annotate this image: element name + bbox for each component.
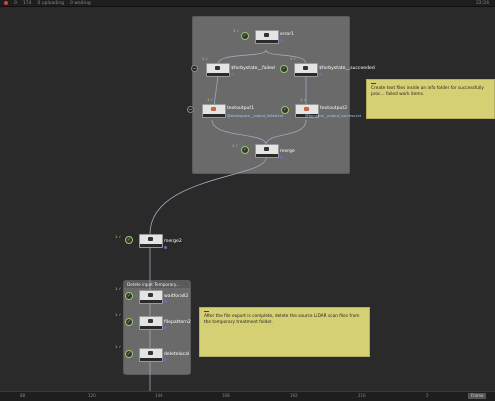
node-type-icon [304, 107, 309, 111]
sticky-text: After the file export is complete, delet… [204, 314, 360, 325]
sticky-note-delete-source[interactable]: After the file export is complete, delet… [199, 307, 370, 357]
work-item-count: 1 ✓ [207, 98, 214, 102]
wire [217, 49, 267, 65]
cook-complete-icon: ✓ [241, 146, 249, 154]
node-tile[interactable] [294, 63, 318, 77]
node-tile[interactable] [255, 144, 279, 158]
node-label: deletelocal [164, 352, 190, 357]
sticky-note-text-files[interactable]: Create text files inside an info folder … [366, 79, 495, 119]
ruler-tick: 192 [290, 393, 298, 398]
node-tile[interactable] [139, 316, 163, 330]
node-type-icon [264, 147, 269, 151]
node-type-icon [148, 351, 153, 355]
node-output-path: @forname__output_success.txt [305, 114, 362, 118]
work-item-count: 1 ✓ [115, 345, 122, 349]
node-tile[interactable] [139, 348, 163, 362]
work-item-count: 1 ✓ [300, 98, 307, 102]
node-tile[interactable] [206, 63, 230, 77]
node-tile[interactable] [202, 104, 226, 118]
node-type-icon [211, 107, 216, 111]
top-status-bar: 0 174 0 uploading 0 waiting 22:24 [0, 0, 495, 7]
status-item: 0 uploading [37, 0, 65, 6]
node-label: $forbystate__failed [231, 66, 275, 71]
ruler-tick: 144 [155, 393, 163, 398]
node-output-path: @workspace__output_failed.txt [227, 114, 284, 118]
node-label: error1 [280, 32, 295, 37]
collapse-icon[interactable]: − [191, 65, 198, 72]
node-label: merge2 [164, 239, 182, 244]
cook-complete-icon: ✓ [125, 236, 133, 244]
wires-layer [149, 49, 307, 391]
node-flag-icon [231, 73, 234, 76]
wire [265, 119, 307, 145]
sticky-text: Create text files inside an info folder … [371, 86, 484, 97]
cook-complete-icon: ✓ [125, 292, 133, 300]
collapse-icon[interactable]: − [187, 106, 194, 113]
node-tile[interactable] [139, 234, 163, 248]
node-network-canvas[interactable]: Delete input Temporary... ✓ 1 ✓ error1 −… [0, 8, 495, 391]
error-indicator-icon [4, 1, 8, 5]
cook-complete-icon: ✓ [281, 106, 289, 114]
cook-complete-icon: ✓ [125, 350, 133, 358]
node-type-icon [148, 319, 153, 323]
work-item-count: 1 ✓ [115, 235, 122, 239]
wire [211, 119, 267, 145]
status-item: 0 [14, 0, 17, 6]
ruler-tick: 216 [358, 393, 366, 398]
node-flag-icon [319, 73, 322, 76]
node-flag-icon [280, 39, 283, 42]
sticky-handle[interactable] [371, 83, 376, 84]
node-flag-icon [164, 246, 167, 249]
work-item-count: 1 ✓ [290, 57, 297, 61]
node-label: $forbystate__succeeded [319, 66, 375, 71]
ruler-mode-button[interactable]: Frame [468, 393, 487, 399]
work-item-count: 1 ✓ [115, 313, 122, 317]
network-box-title[interactable]: Delete input Temporary... [124, 281, 190, 288]
node-flag-icon [280, 156, 283, 159]
wire [213, 75, 219, 107]
ruler-tick: 88 [20, 393, 26, 398]
cook-complete-icon: ✓ [241, 32, 249, 40]
node-type-icon [215, 66, 220, 70]
ruler-tick: 168 [222, 393, 230, 398]
wire [149, 157, 267, 235]
node-flag-icon [164, 358, 167, 361]
work-item-count: 1 ✓ [232, 144, 239, 148]
cook-complete-icon: ✓ [125, 318, 133, 326]
status-item: 0 waiting [70, 0, 91, 6]
work-item-count: 1 ✓ [233, 29, 240, 33]
node-label: textoutput2 [320, 106, 348, 111]
node-type-icon [148, 293, 153, 297]
node-label: filepattern2 [164, 320, 191, 325]
timeline-ruler[interactable]: 88 120 144 168 192 216 2 Frame [0, 391, 495, 401]
node-type-icon [264, 33, 269, 37]
work-item-count: 1 ✓ [115, 287, 122, 291]
wire [265, 49, 307, 65]
node-label: waitforall2 [164, 294, 189, 299]
ruler-tick: 2 [426, 393, 429, 398]
sticky-handle[interactable] [204, 311, 209, 312]
node-flag-icon [164, 300, 167, 303]
node-type-icon [303, 66, 308, 70]
node-label: merge [280, 149, 295, 154]
status-item: 174 [22, 0, 32, 6]
node-tile[interactable] [255, 30, 279, 44]
node-type-icon [148, 237, 153, 241]
cook-complete-icon: ✓ [280, 65, 288, 73]
ruler-tick: 120 [88, 393, 96, 398]
node-tile[interactable] [295, 104, 319, 118]
node-flag-icon [164, 326, 167, 329]
work-item-count: 1 ✓ [202, 57, 209, 61]
clock: 22:24 [476, 0, 489, 6]
node-tile[interactable] [139, 290, 163, 304]
node-label: textoutput1 [227, 106, 255, 111]
